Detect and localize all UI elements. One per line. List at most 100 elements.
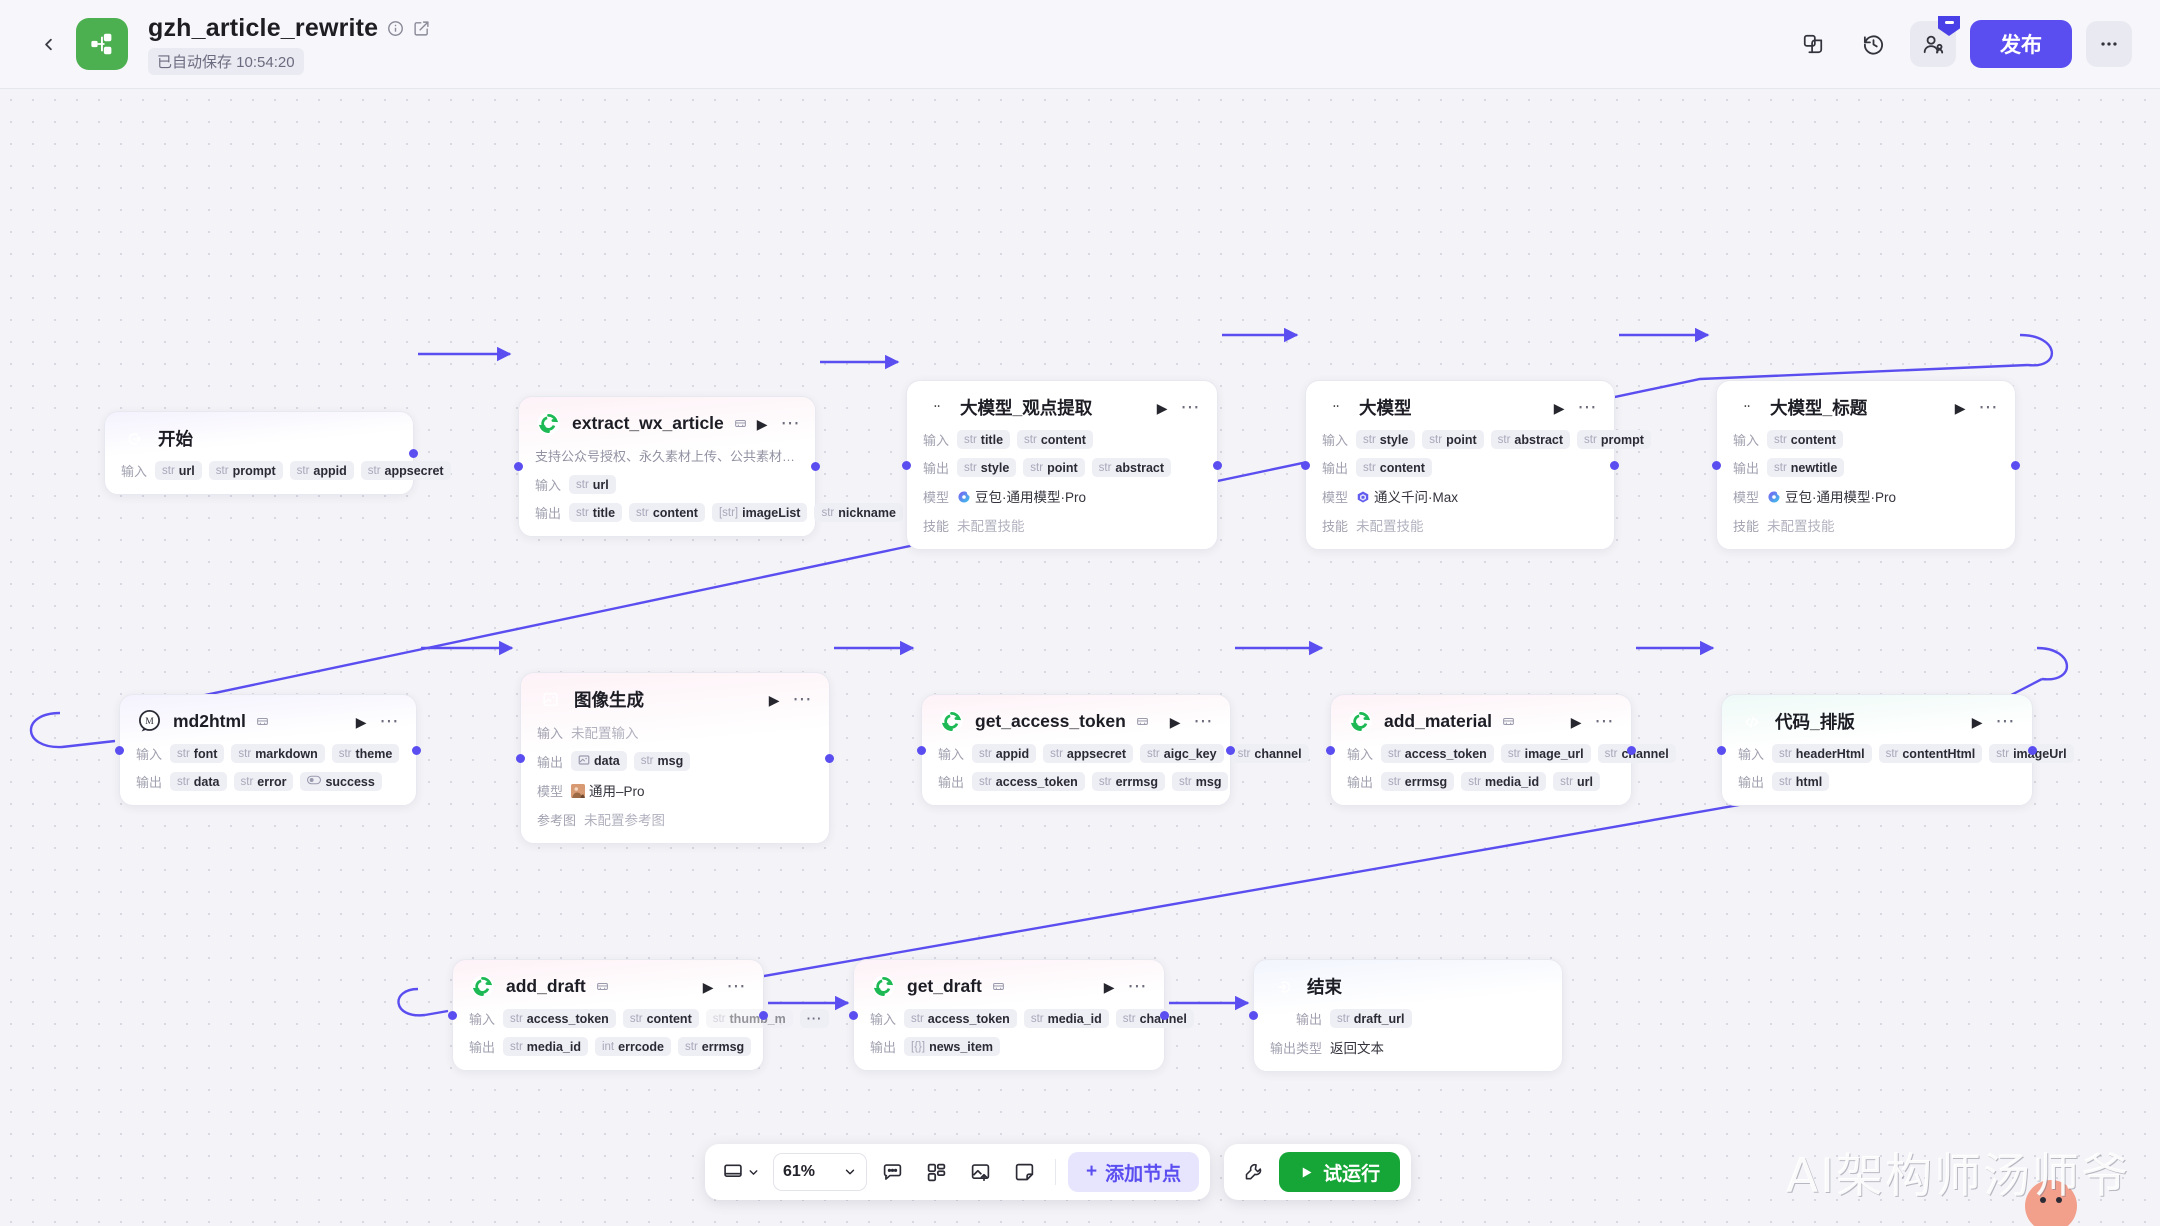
back-button[interactable]	[28, 24, 68, 64]
members-badge	[1938, 16, 1960, 36]
node-output-port[interactable]	[1226, 745, 1235, 755]
history-clock-icon[interactable]	[1850, 21, 1896, 67]
chip-overflow[interactable]: ···	[799, 1009, 830, 1028]
node-actions: ▶⋯	[1169, 710, 1214, 732]
node-input-port[interactable]	[1326, 745, 1335, 755]
node-more-icon[interactable]: ⋯	[1180, 396, 1201, 418]
publish-button[interactable]: 发布	[1970, 20, 2072, 68]
node-input-port[interactable]	[1249, 1011, 1258, 1020]
node-run-icon[interactable]: ▶	[768, 691, 780, 708]
node-row-label: 输出	[1738, 775, 1765, 790]
info-circle-icon[interactable]	[387, 20, 404, 37]
node-input-port[interactable]	[902, 460, 911, 470]
node-input-port[interactable]	[1712, 460, 1721, 470]
node-row: 模型通用–Pro	[537, 780, 813, 800]
node-output-port[interactable]	[811, 462, 820, 472]
node-output-port[interactable]	[2028, 745, 2037, 755]
note-button[interactable]	[1005, 1153, 1043, 1191]
node-output-port[interactable]	[2011, 460, 2020, 470]
node-output-port[interactable]	[1627, 745, 1636, 755]
node-row-label: 输出	[537, 754, 564, 770]
run-label: 试运行	[1323, 1163, 1381, 1185]
node-run-icon[interactable]: ▶	[1553, 399, 1565, 416]
node-more-icon[interactable]: ⋯	[379, 710, 400, 732]
node-more-icon[interactable]: ⋯	[726, 975, 747, 997]
node-input-port[interactable]	[849, 1010, 858, 1020]
node-run-icon[interactable]: ▶	[1169, 713, 1181, 730]
add-node-button[interactable]: + 添加节点	[1068, 1152, 1200, 1192]
node-run-icon[interactable]: ▶	[1156, 399, 1168, 416]
wrench-button[interactable]	[1235, 1153, 1273, 1191]
node-more-icon[interactable]: ⋯	[780, 412, 802, 434]
chip-name: imageList	[742, 505, 801, 520]
node-row-label: 输入	[1738, 747, 1765, 762]
node-input-port[interactable]	[917, 745, 926, 755]
node-more-icon[interactable]: ⋯	[792, 688, 813, 710]
node-input-port[interactable]	[516, 753, 525, 763]
duplicate-icon[interactable]	[1790, 21, 1836, 67]
zoom-select[interactable]: 61%	[773, 1153, 867, 1191]
run-button[interactable]: 试运行	[1279, 1152, 1401, 1192]
node-input-port[interactable]	[1301, 460, 1310, 470]
screen-mode-button[interactable]	[716, 1153, 767, 1191]
watermark-blob	[2025, 1180, 2077, 1226]
node-run-icon[interactable]: ▶	[355, 713, 367, 730]
node-more-icon[interactable]: ⋯	[1594, 710, 1615, 732]
node-row: 技能未配置技能	[1733, 515, 1999, 535]
node-more-icon[interactable]: ⋯	[1127, 975, 1148, 997]
node-output-port[interactable]	[1160, 1010, 1169, 1020]
node-run-icon[interactable]: ▶	[1570, 713, 1582, 730]
edit-square-icon[interactable]	[413, 20, 430, 37]
node-more-icon[interactable]: ⋯	[1978, 396, 1999, 418]
node-input-port[interactable]	[115, 745, 124, 755]
more-horizontal-icon[interactable]	[2086, 21, 2132, 67]
node-output-port[interactable]	[759, 1010, 768, 1020]
chip-name: style	[1379, 432, 1409, 447]
node-output-port[interactable]	[409, 448, 418, 458]
node-run-icon[interactable]: ▶	[1954, 399, 1966, 416]
node-more-icon[interactable]: ⋯	[1193, 710, 1214, 732]
layout-button[interactable]	[917, 1153, 955, 1191]
node-run-icon[interactable]: ▶	[1971, 713, 1983, 730]
node-input-port[interactable]	[514, 462, 523, 472]
toolbar-main-panel: 61% + 添加节点	[705, 1144, 1211, 1200]
bottom-toolbar: 61% + 添加节点	[705, 1144, 1412, 1200]
node-extract_wx_article[interactable]: extract_wx_article▶⋯支持公众号授权、永久素材上传、公共素材库…	[514, 396, 903, 538]
node-run-icon[interactable]: ▶	[702, 978, 714, 995]
node-input-port[interactable]	[1717, 745, 1726, 755]
node-output-port[interactable]	[825, 753, 834, 763]
qwen-icon	[1356, 490, 1369, 503]
node-output-port[interactable]	[1213, 460, 1222, 470]
chip-type: str	[1098, 461, 1112, 474]
model-thumb-icon	[571, 783, 586, 798]
node-run-icon[interactable]: ▶	[1103, 978, 1115, 995]
image-upload-button[interactable]	[961, 1153, 999, 1191]
node-more-icon[interactable]: ⋯	[1995, 710, 2016, 732]
node-more-icon[interactable]: ⋯	[1577, 396, 1598, 418]
node-output-port[interactable]	[412, 745, 421, 755]
node-output-port[interactable]	[1610, 460, 1619, 470]
node-input-port[interactable]	[448, 1010, 457, 1020]
comment-button[interactable]	[873, 1153, 911, 1191]
node-run-icon[interactable]: ▶	[756, 415, 768, 432]
